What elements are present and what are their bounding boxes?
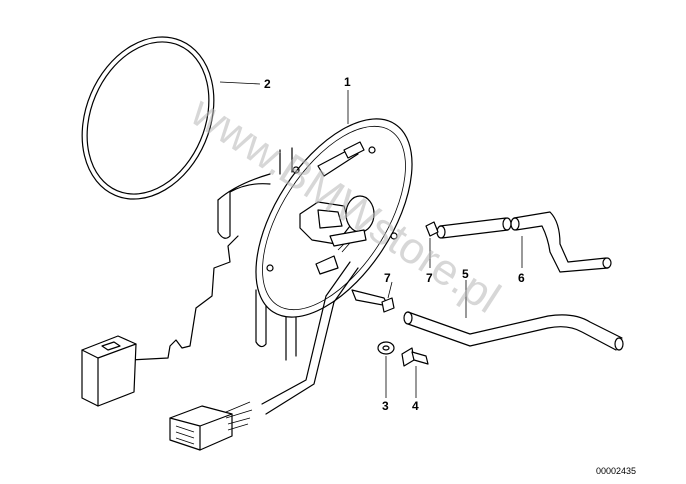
washer-part-3 (377, 341, 395, 355)
fuel-hose-part-6 (436, 211, 612, 273)
sealing-ring-part-2 (81, 36, 215, 200)
callout-3: 3 (382, 399, 389, 413)
float (81, 335, 137, 407)
callout-4: 4 (412, 399, 419, 413)
callout-5: 5 (462, 267, 469, 281)
callout-7-upper: 7 (426, 271, 433, 285)
fuel-level-sensor-part-1 (81, 118, 413, 415)
leader-lines (219, 81, 523, 398)
hose-clamp-part-7-lower (381, 297, 395, 313)
callout-7-lower: 7 (384, 271, 391, 285)
bolt-part-4 (401, 347, 429, 367)
callout-2: 2 (264, 77, 271, 91)
callout-1: 1 (344, 75, 351, 89)
reference-number: 00002435 (596, 466, 636, 476)
hose-clamp-part-7-upper (425, 221, 439, 237)
electrical-connector (169, 401, 253, 451)
callout-6: 6 (518, 271, 525, 285)
fuel-hose-part-5 (403, 311, 624, 351)
